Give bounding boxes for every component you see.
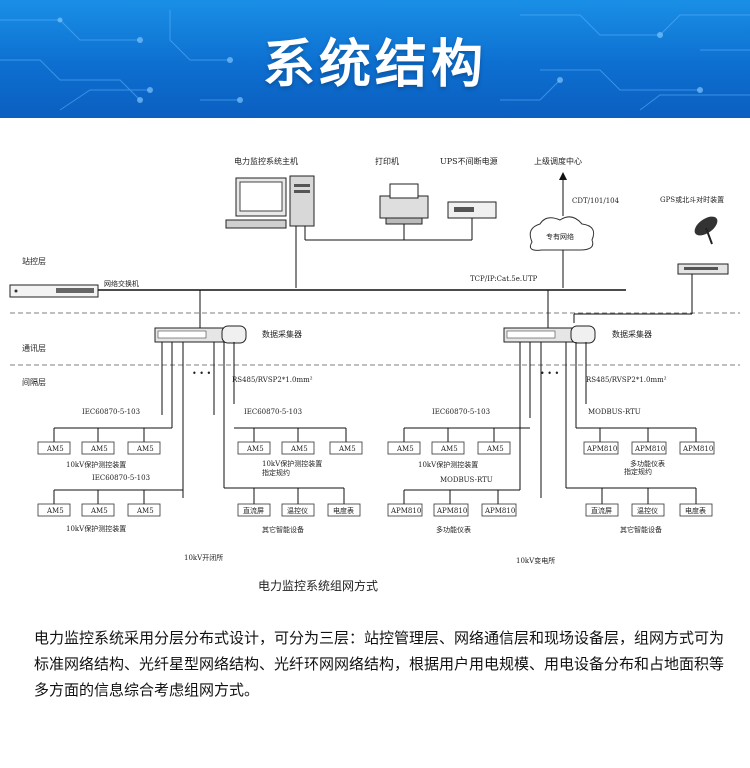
- group-prot-c: 10kV保护测控装置: [418, 460, 478, 469]
- svg-text:AM5: AM5: [90, 507, 108, 515]
- site-right-label: 10kV变电所: [516, 556, 555, 565]
- am5-device: AM5: [81, 503, 115, 517]
- rs485-left-label: RS485/RVSP2*1.0mm²: [232, 376, 313, 384]
- network-switch-icon: [9, 284, 99, 298]
- rs485-right-label: RS485/RVSP2*1.0mm²: [586, 376, 667, 384]
- collector-right-label: 数据采集器: [612, 329, 652, 339]
- host-computer-icon: [225, 175, 315, 229]
- network-label: 专有网络: [546, 232, 574, 241]
- am5-device: AM5: [37, 441, 71, 455]
- ups-icon: [447, 201, 497, 219]
- svg-text:AM5: AM5: [486, 445, 504, 453]
- energy-meter-device: 电度表: [679, 503, 713, 517]
- printer-icon: [379, 183, 429, 225]
- group-prot-b: 10kV保护测控装置: [262, 459, 322, 468]
- bus-label: TCP/IP:Cat.5e.UTP: [470, 275, 538, 283]
- iec-label-2: IEC60870-5-103: [244, 408, 302, 416]
- ellipsis-left: • • •: [192, 369, 211, 378]
- dispatch-label: 上级调度中心: [534, 156, 582, 166]
- apm810-device: APM810: [387, 503, 423, 517]
- group-multi-a: 多功能仪表: [630, 459, 665, 468]
- gps-receiver-icon: [677, 263, 729, 275]
- am5-device: AM5: [127, 441, 161, 455]
- am5-device: AM5: [387, 441, 421, 455]
- svg-text:APM810: APM810: [484, 507, 515, 515]
- dc-screen-device: 直流屏: [237, 503, 271, 517]
- svg-text:AM5: AM5: [440, 445, 458, 453]
- svg-text:AM5: AM5: [90, 445, 108, 453]
- energy-meter-device: 电度表: [327, 503, 361, 517]
- am5-device: AM5: [431, 441, 465, 455]
- group-prot-d: 10kV保护测控装置: [66, 524, 126, 533]
- data-collector-right: [503, 325, 596, 344]
- apm810-device: APM810: [433, 503, 469, 517]
- host-label: 电力监控系统主机: [234, 156, 298, 166]
- iec-label-4: IEC60870-5-103: [92, 474, 150, 482]
- apm810-device: APM810: [583, 441, 619, 455]
- layer-label-comm: 通讯层: [22, 343, 46, 353]
- protocol-label: CDT/101/104: [572, 197, 620, 205]
- svg-text:AM5: AM5: [46, 507, 64, 515]
- svg-text:APM810: APM810: [390, 507, 421, 515]
- diagram-caption: 电力监控系统组网方式: [258, 578, 378, 593]
- data-collector-left: [154, 325, 247, 344]
- iec-label-3: IEC60870-5-103: [432, 408, 490, 416]
- am5-device: AM5: [477, 441, 511, 455]
- temp-controller-device: 温控仪: [631, 503, 665, 517]
- layer-label-station: 站控层: [22, 256, 46, 266]
- apm810-device: APM810: [481, 503, 517, 517]
- spec-label-1: 指定规约: [262, 468, 290, 477]
- am5-device: AM5: [127, 503, 161, 517]
- group-prot-a: 10kV保护测控装置: [66, 460, 126, 469]
- svg-text:电度表: 电度表: [333, 506, 354, 515]
- cloud-network-icon: [529, 216, 595, 251]
- apm810-device: APM810: [679, 441, 715, 455]
- svg-text:直流屏: 直流屏: [243, 506, 264, 515]
- group-smart-b: 其它智能设备: [620, 525, 662, 534]
- switch-label: 网络交换机: [104, 279, 139, 288]
- svg-text:AM5: AM5: [136, 445, 154, 453]
- am5-device: AM5: [281, 441, 315, 455]
- description-text: 电力监控系统采用分层分布式设计，可分为三层：站控管理层、网络通信层和现场设备层，…: [34, 629, 725, 699]
- satellite-dish-icon: [694, 216, 718, 245]
- am5-device: AM5: [81, 441, 115, 455]
- title-banner: 系统结构: [0, 0, 750, 118]
- page-title: 系统结构: [262, 35, 487, 95]
- spec-label-2: 指定规约: [624, 467, 652, 476]
- svg-text:APM810: APM810: [634, 445, 665, 453]
- svg-text:AM5: AM5: [396, 445, 414, 453]
- ups-label: UPS不间断电源: [440, 156, 498, 166]
- svg-text:AM5: AM5: [136, 507, 154, 515]
- svg-text:APM810: APM810: [682, 445, 713, 453]
- gps-label: GPS或北斗对时装置: [660, 195, 724, 204]
- dc-screen-device: 直流屏: [585, 503, 619, 517]
- svg-text:APM810: APM810: [436, 507, 467, 515]
- printer-label: 打印机: [375, 156, 399, 166]
- apm810-device: APM810: [631, 441, 667, 455]
- collector-left-label: 数据采集器: [262, 329, 302, 339]
- am5-device: AM5: [329, 441, 363, 455]
- svg-text:温控仪: 温控仪: [287, 506, 308, 515]
- svg-text:AM5: AM5: [338, 445, 356, 453]
- group-smart-a: 其它智能设备: [262, 525, 304, 534]
- svg-text:AM5: AM5: [290, 445, 308, 453]
- modbus-label-1: MODBUS-RTU: [588, 408, 641, 416]
- group-multi-b: 多功能仪表: [436, 525, 471, 534]
- svg-text:直流屏: 直流屏: [591, 506, 612, 515]
- svg-text:AM5: AM5: [46, 445, 64, 453]
- am5-device: AM5: [37, 503, 71, 517]
- ellipsis-right: • • •: [540, 369, 559, 378]
- svg-text:电度表: 电度表: [685, 506, 706, 515]
- circuit-pattern: [0, 10, 750, 111]
- temp-controller-device: 温控仪: [281, 503, 315, 517]
- svg-text:APM810: APM810: [586, 445, 617, 453]
- iec-label-1: IEC60870-5-103: [82, 408, 140, 416]
- network-diagram: 站控层 通讯层 间隔层 电力监控系统主机 打印机 UPS不间断电源 上级调度中心…: [9, 156, 740, 593]
- modbus-label-2: MODBUS-RTU: [440, 476, 493, 484]
- svg-text:AM5: AM5: [246, 445, 264, 453]
- am5-device: AM5: [237, 441, 271, 455]
- svg-text:温控仪: 温控仪: [637, 506, 658, 515]
- layer-label-bay: 间隔层: [22, 378, 46, 387]
- site-left-label: 10kV开闭所: [184, 553, 223, 562]
